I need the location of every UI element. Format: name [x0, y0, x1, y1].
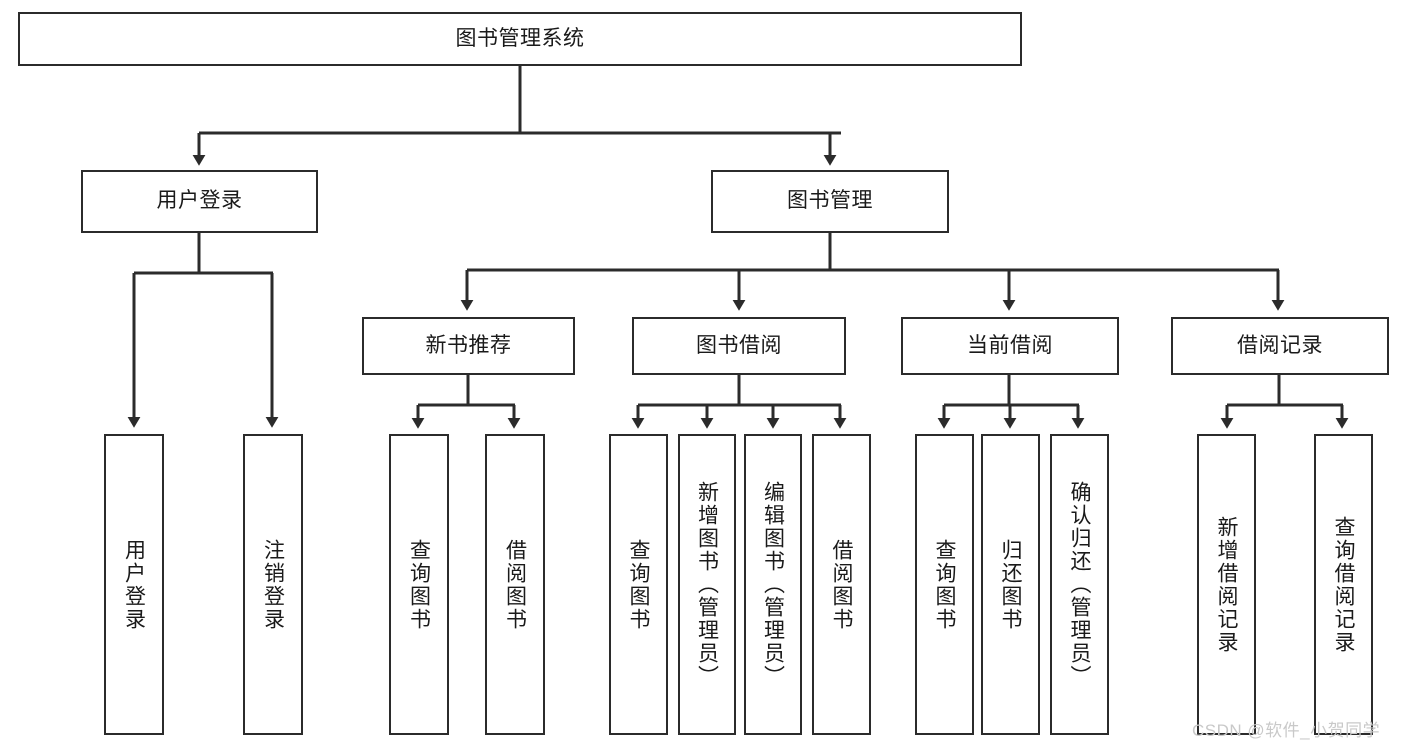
node-leaf-add-record-label: 新增借阅记录 — [1215, 515, 1238, 654]
node-leaf-query-book-2[interactable]: 查询图书 — [609, 434, 668, 735]
node-leaf-confirm-return-label: 确认归还（管理员） — [1068, 481, 1091, 688]
node-borrow-record[interactable]: 借阅记录 — [1171, 317, 1389, 375]
node-book-manage[interactable]: 图书管理 — [711, 170, 949, 233]
node-current-borrow[interactable]: 当前借阅 — [901, 317, 1119, 375]
node-leaf-user-login-label: 用户登录 — [122, 538, 146, 631]
node-leaf-confirm-return[interactable]: 确认归还（管理员） — [1050, 434, 1109, 735]
node-leaf-add-book-label: 新增图书（管理员） — [695, 481, 719, 688]
node-book-borrow[interactable]: 图书借阅 — [632, 317, 846, 375]
node-book-borrow-label: 图书借阅 — [696, 333, 782, 357]
node-leaf-borrow-book-1[interactable]: 借阅图书 — [485, 434, 545, 735]
node-leaf-query-book-1-label: 查询图书 — [407, 538, 431, 631]
node-leaf-user-login[interactable]: 用户登录 — [104, 434, 164, 735]
node-leaf-query-record[interactable]: 查询借阅记录 — [1314, 434, 1373, 735]
node-root[interactable]: 图书管理系统 — [18, 12, 1022, 66]
node-leaf-return-book[interactable]: 归还图书 — [981, 434, 1040, 735]
node-user-login[interactable]: 用户登录 — [81, 170, 318, 233]
node-leaf-borrow-book-1-label: 借阅图书 — [503, 538, 527, 631]
node-leaf-query-book-2-label: 查询图书 — [627, 538, 650, 631]
node-leaf-query-book-3[interactable]: 查询图书 — [915, 434, 974, 735]
node-leaf-add-record[interactable]: 新增借阅记录 — [1197, 434, 1256, 735]
node-borrow-record-label: 借阅记录 — [1237, 333, 1323, 357]
node-new-book-recommend[interactable]: 新书推荐 — [362, 317, 575, 375]
node-leaf-borrow-book-2-label: 借阅图书 — [830, 538, 853, 631]
node-leaf-edit-book-label: 编辑图书（管理员） — [761, 481, 785, 688]
node-leaf-query-record-label: 查询借阅记录 — [1332, 515, 1355, 654]
node-leaf-add-book[interactable]: 新增图书（管理员） — [678, 434, 736, 735]
node-leaf-user-logout[interactable]: 注销登录 — [243, 434, 303, 735]
node-leaf-borrow-book-2[interactable]: 借阅图书 — [812, 434, 871, 735]
node-leaf-user-logout-label: 注销登录 — [261, 538, 285, 631]
node-current-borrow-label: 当前借阅 — [967, 333, 1053, 357]
node-root-label: 图书管理系统 — [455, 26, 585, 50]
watermark-text: CSDN @软件_小贺同学 — [1192, 721, 1381, 740]
node-book-manage-label: 图书管理 — [787, 189, 873, 213]
node-leaf-query-book-3-label: 查询图书 — [933, 538, 956, 631]
node-leaf-return-book-label: 归还图书 — [999, 538, 1022, 631]
node-leaf-edit-book[interactable]: 编辑图书（管理员） — [744, 434, 802, 735]
node-new-book-recommend-label: 新书推荐 — [425, 333, 512, 357]
node-leaf-query-book-1[interactable]: 查询图书 — [389, 434, 449, 735]
node-user-login-label: 用户登录 — [156, 189, 243, 213]
